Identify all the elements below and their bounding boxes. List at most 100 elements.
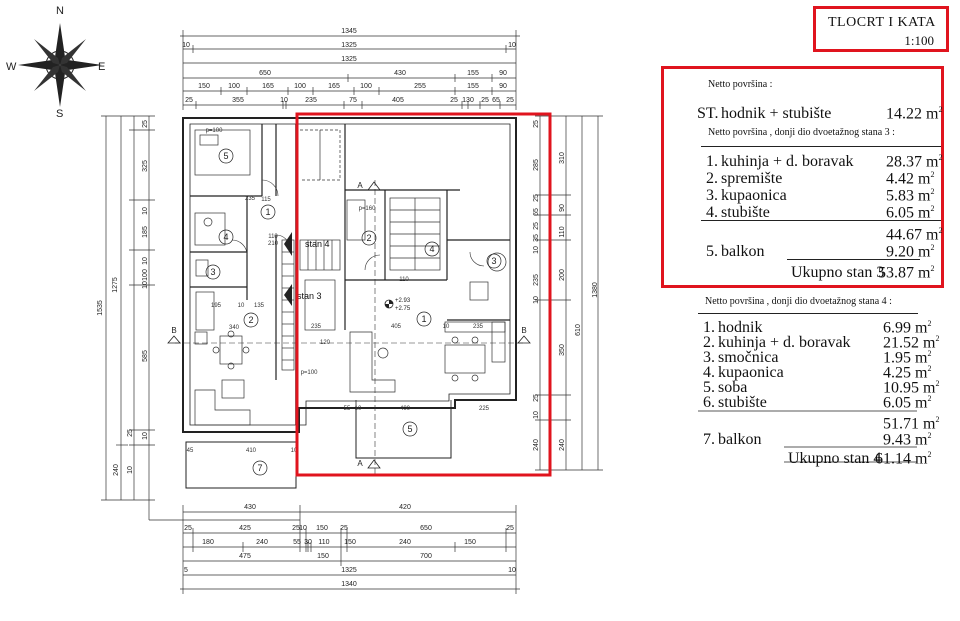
level-marker-icon [384, 299, 394, 309]
stan3-heading: Netto površina , donji dio dvoetažnog st… [708, 127, 895, 138]
stan3-row-4: 4. stubište 6.05 m2 [706, 204, 935, 222]
svg-text:610: 610 [575, 324, 582, 336]
drawing-scale: 1:100 [904, 33, 934, 48]
svg-text:25: 25 [506, 525, 514, 532]
svg-text:10: 10 [127, 466, 134, 474]
svg-text:10: 10 [533, 296, 540, 304]
drawing-title-box: TLOCRT I KATA 1:100 [813, 6, 949, 52]
stan3-subtotal: 44.67 m2 [886, 226, 943, 244]
stan3-rule-total [787, 259, 920, 260]
svg-text:110: 110 [399, 277, 409, 283]
svg-text:10: 10 [443, 324, 450, 330]
svg-text:235: 235 [533, 274, 540, 286]
svg-text:10: 10 [142, 207, 149, 215]
stan3-total: Ukupno stan 3 53.87 m2 [791, 264, 935, 282]
section-markers: A A B B [167, 181, 531, 469]
svg-text:55: 55 [293, 539, 301, 546]
svg-text:180: 180 [202, 539, 214, 546]
stan4-row-2: 2. kuhinja + d. boravak 21.52 m2 [703, 334, 940, 352]
stan4-table-lines [698, 410, 917, 463]
stan3-rule-mid [701, 220, 941, 221]
svg-text:25: 25 [340, 525, 348, 532]
compass-w: W [6, 61, 17, 73]
svg-text:35: 35 [533, 234, 540, 242]
svg-text:25: 25 [292, 525, 300, 532]
svg-text:10: 10 [291, 448, 298, 454]
svg-text:405: 405 [391, 324, 402, 330]
svg-text:5: 5 [223, 151, 228, 161]
svg-text:10: 10 [533, 246, 540, 254]
left-dimension-labels: 1535 1275 25 325 10 185 10 100 10 585 10… [97, 120, 149, 476]
right-dimension-labels: 1380 25 285 25 65 25 35 10 235 10 25 10 … [533, 120, 599, 451]
top-dimension-labels: 1345 10 1325 10 1325 650 430 155 90 150 … [182, 28, 516, 104]
stan4-balkon: 7. balkon 9.43 m2 [703, 431, 932, 449]
svg-text:225: 225 [479, 406, 490, 412]
level-mark-upper: +2.93 [395, 298, 411, 304]
svg-text:45: 45 [187, 448, 194, 454]
svg-text:235: 235 [305, 97, 317, 104]
svg-text:10: 10 [182, 42, 190, 49]
stan3-rule-top [701, 146, 941, 147]
svg-text:150: 150 [344, 539, 356, 546]
svg-text:120: 120 [320, 340, 331, 346]
svg-text:25: 25 [533, 194, 540, 202]
svg-text:65: 65 [533, 208, 540, 216]
svg-text:B: B [171, 326, 176, 335]
svg-text:30: 30 [304, 539, 312, 546]
area-table-stan3: Netto površina : ST. hodnik + stubište 1… [661, 66, 944, 288]
stan4-row-5: 5. soba 10.95 m2 [703, 379, 940, 397]
svg-text:420: 420 [399, 504, 411, 511]
svg-text:235: 235 [473, 324, 484, 330]
svg-text:150: 150 [198, 83, 210, 90]
svg-text:135: 135 [254, 303, 265, 309]
svg-text:425: 425 [239, 525, 251, 532]
svg-text:100: 100 [294, 83, 306, 90]
svg-text:5: 5 [184, 567, 188, 574]
svg-text:650: 650 [420, 525, 432, 532]
svg-text:1345: 1345 [341, 28, 357, 35]
svg-text:A: A [357, 181, 363, 190]
svg-text:1325: 1325 [341, 567, 357, 574]
svg-text:325: 325 [142, 160, 149, 172]
furniture [194, 129, 507, 426]
svg-text:10: 10 [142, 432, 149, 440]
left-dimension-lines [101, 115, 155, 520]
svg-text:235: 235 [245, 196, 256, 202]
svg-text:185: 185 [142, 226, 149, 238]
svg-text:110: 110 [559, 226, 566, 237]
svg-text:1: 1 [421, 314, 426, 324]
svg-text:5: 5 [407, 424, 412, 434]
svg-text:10: 10 [142, 257, 149, 265]
svg-text:150: 150 [464, 539, 476, 546]
svg-text:155: 155 [467, 83, 479, 90]
svg-text:25: 25 [481, 97, 489, 104]
level-mark-lower: +2.75 [395, 306, 411, 312]
svg-text:25: 25 [450, 97, 458, 104]
netto-heading: Netto površina : [708, 79, 773, 90]
svg-text:25: 25 [184, 525, 192, 532]
bottom-dimension-lines [149, 505, 520, 594]
svg-text:10: 10 [299, 525, 307, 532]
stan4-total: Ukupno stan 4 61.14 m2 [788, 450, 932, 468]
tag-stan-3: stan 3 [297, 291, 322, 301]
tag-stan-4: stan 4 [305, 239, 330, 249]
svg-text:150: 150 [317, 553, 329, 560]
svg-text:2: 2 [248, 315, 253, 325]
stan3-row-2: 2. spremište 4.42 m2 [706, 170, 935, 188]
interior-annotations: p=100 p=100 p=160 115 235 110 210 195 10… [187, 128, 490, 454]
svg-text:430: 430 [244, 504, 256, 511]
stan4-row-4: 4. kupaonica 4.25 m2 [703, 364, 932, 382]
building-walls [182, 117, 517, 489]
stan3-balkon: 5. balkon 9.20 m2 [706, 243, 935, 261]
svg-text:150: 150 [316, 525, 328, 532]
svg-text:1275: 1275 [112, 277, 119, 293]
svg-text:210: 210 [268, 241, 279, 247]
svg-text:650: 650 [259, 70, 271, 77]
svg-text:1: 1 [265, 207, 270, 217]
svg-text:1535: 1535 [97, 300, 104, 316]
stan4-row-6: 6. stubište 6.05 m2 [703, 394, 932, 412]
svg-text:90: 90 [499, 83, 507, 90]
svg-text:235: 235 [311, 324, 322, 330]
svg-text:25: 25 [533, 394, 540, 402]
